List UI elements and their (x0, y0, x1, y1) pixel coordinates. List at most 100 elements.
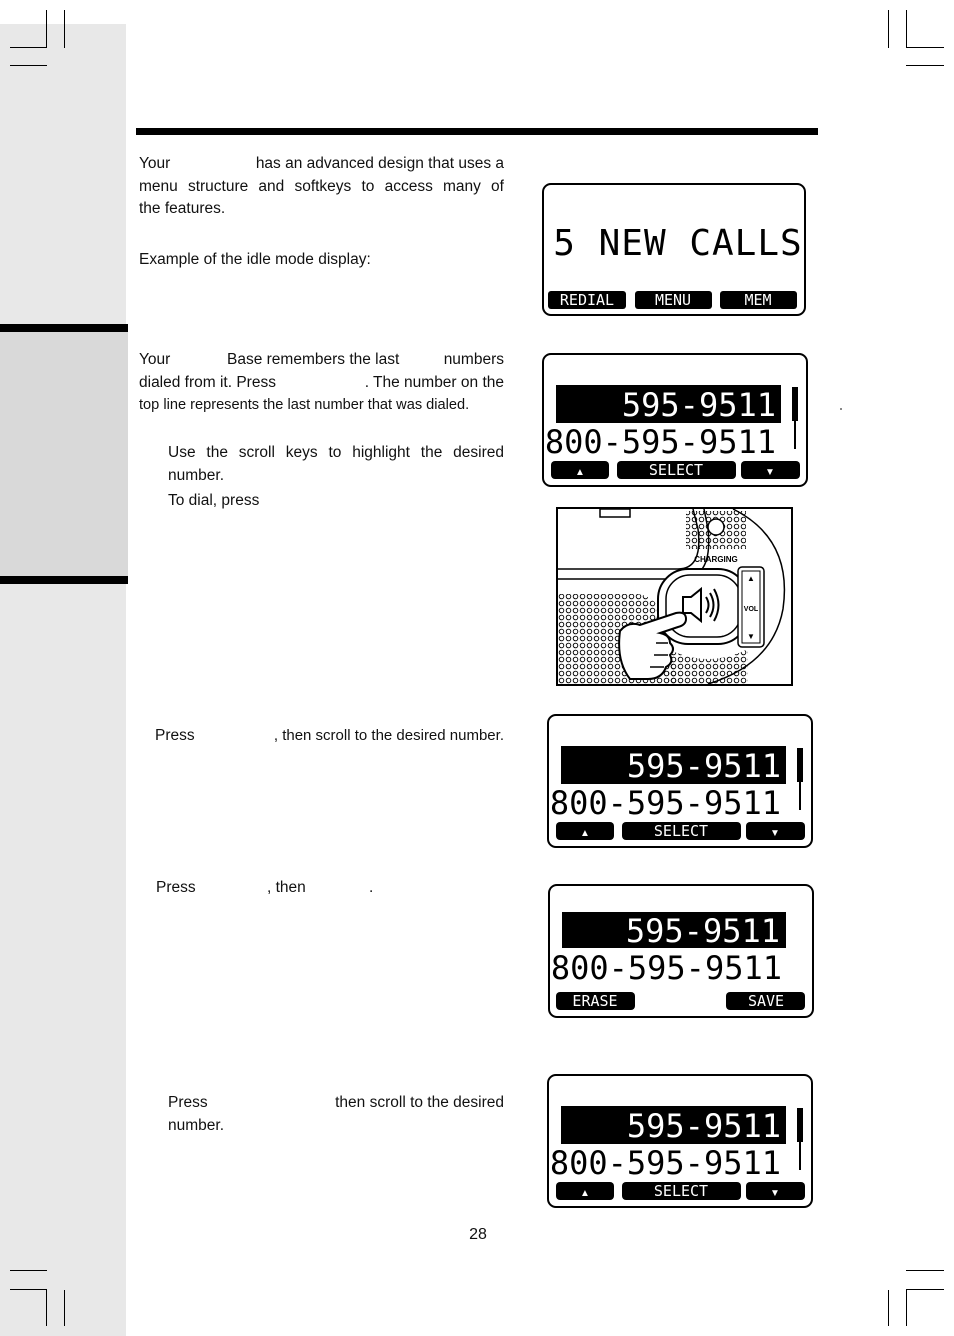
intro-paragraph: Your has an advanced design that uses a … (139, 153, 504, 221)
select-softkey[interactable] (622, 822, 741, 840)
idle-message: 5 NEW CALLS (553, 223, 802, 264)
review-right: , then scroll to the desired number. (273, 727, 504, 744)
up-arrow-icon: ▲ (580, 1188, 590, 1199)
header-rule (136, 128, 818, 135)
delete-line1: 595-9511 (627, 1107, 781, 1145)
pointing-hand-icon (618, 611, 688, 680)
crop-mark (10, 47, 47, 48)
down-arrow-icon: ▼ (765, 467, 775, 478)
redial-line1-right: numbers (443, 351, 504, 368)
scrollbar-thumb (792, 387, 798, 421)
down-arrow-icon: ▼ (770, 1188, 780, 1199)
redial-line2-right: . The number on the (364, 373, 504, 391)
save-softkey[interactable] (726, 992, 805, 1010)
crop-mark (64, 10, 65, 48)
save-mid: , then (267, 879, 306, 896)
scroll-down-softkey[interactable] (746, 822, 805, 840)
page-number: 28 (469, 1226, 487, 1243)
crop-mark (906, 10, 907, 48)
soft-redial-button[interactable] (548, 291, 626, 309)
select-label: SELECT (649, 461, 703, 479)
delete-instruction: Press then scroll to the desired number. (168, 1092, 504, 1137)
section-tab (0, 324, 128, 584)
lcd-save-screen: 595-9511 800-595-9511 ERASE SAVE (548, 884, 814, 1018)
redial-step1-line2: number. (168, 466, 225, 484)
soft-menu-button[interactable] (635, 291, 712, 309)
scroll-down-softkey[interactable] (741, 461, 800, 479)
redial-line3: top line represents the last number that… (139, 397, 470, 413)
vol-label: VOL (744, 606, 759, 613)
crop-mark (888, 10, 889, 48)
intro-line1-right: has an advanced design that uses a (255, 155, 504, 172)
redial-line2-left: dialed from it. Press (139, 373, 276, 391)
save-right: . (369, 879, 374, 896)
stray-dot (840, 408, 842, 410)
delete-line1-left: Press (168, 1094, 208, 1111)
select-softkey[interactable] (617, 461, 736, 479)
select-label: SELECT (654, 822, 708, 840)
redial-line1-left: Your (139, 351, 171, 368)
review-line2: 800-595-9511 (550, 784, 781, 822)
crop-mark (10, 65, 47, 66)
crop-mark (46, 1290, 47, 1326)
crop-mark (46, 10, 47, 48)
crop-mark (10, 1289, 47, 1290)
soft-mem-label: MEM (744, 291, 771, 309)
scroll-up-softkey[interactable] (551, 461, 609, 479)
crop-mark (888, 1290, 889, 1326)
redial-line1: 595-9511 (622, 386, 776, 424)
lcd-redial-screen: 595-9511 800-595-9511 ▲ SELECT ▼ (542, 353, 808, 487)
crop-mark (906, 47, 944, 48)
redial-step1-line1: Use the scroll keys to highlight the des… (168, 444, 504, 461)
sidebar (0, 24, 126, 1336)
scroll-up-softkey[interactable] (556, 1182, 614, 1200)
scrollbar-thumb (797, 1108, 803, 1142)
delete-line2: 800-595-9511 (550, 1144, 781, 1182)
up-arrow-icon: ▲ (575, 467, 585, 478)
highlight-bar (556, 385, 781, 423)
scroll-down-softkey[interactable] (746, 1182, 805, 1200)
up-arrow-icon: ▲ (580, 828, 590, 839)
redial-step2: To dial, press (168, 492, 260, 509)
save-label: SAVE (748, 992, 784, 1010)
save-instruction: Press , then . (156, 877, 376, 899)
save-line2: 800-595-9511 (551, 949, 782, 987)
redial-line1-mid: Base remembers the last (227, 351, 400, 368)
review-line1: 595-9511 (627, 747, 781, 785)
crop-mark (906, 1270, 944, 1271)
soft-mem-button[interactable] (720, 291, 797, 309)
highlight-bar (562, 912, 786, 948)
intro-line2: menu structure and softkeys to access ma… (139, 177, 504, 195)
volume-up-icon: ▲ (747, 574, 755, 583)
select-softkey[interactable] (622, 1182, 741, 1200)
save-left: Press (156, 879, 196, 896)
lcd-delete-screen: 595-9511 800-595-9511 ▲ SELECT ▼ (547, 1074, 813, 1208)
intro-line3: the features. (139, 200, 226, 217)
erase-softkey[interactable] (556, 992, 635, 1010)
highlight-bar (561, 746, 786, 784)
erase-label: ERASE (572, 992, 617, 1010)
volume-down-icon: ▼ (747, 632, 755, 641)
soft-menu-label: MENU (655, 291, 691, 309)
crop-mark (10, 1270, 47, 1271)
delete-line2: number. (168, 1116, 225, 1134)
charging-label: CHARGING (694, 555, 738, 564)
save-line1: 595-9511 (626, 912, 780, 950)
highlight-bar (561, 1106, 786, 1144)
redial-paragraph: Your Base remembers the last numbers dia… (139, 349, 504, 417)
select-label: SELECT (654, 1182, 708, 1200)
redial-step1: Use the scroll keys to highlight the des… (168, 442, 504, 487)
intro-line1-left: Your (139, 155, 171, 172)
idle-example-caption: Example of the idle mode display: (139, 251, 371, 268)
lcd-review-screen: 595-9511 800-595-9511 ▲ SELECT ▼ (547, 714, 813, 848)
soft-redial-label: REDIAL (560, 291, 614, 309)
crop-mark (906, 1290, 907, 1326)
scroll-up-softkey[interactable] (556, 822, 614, 840)
down-arrow-icon: ▼ (770, 828, 780, 839)
crop-mark (64, 1290, 65, 1326)
crop-mark (906, 1289, 944, 1290)
lcd-idle-screen: 5 NEW CALLS REDIAL MENU MEM (542, 183, 806, 316)
redial-line2: 800-595-9511 (545, 423, 776, 461)
review-instruction: Press , then scroll to the desired numbe… (155, 725, 504, 747)
scrollbar-thumb (797, 748, 803, 782)
